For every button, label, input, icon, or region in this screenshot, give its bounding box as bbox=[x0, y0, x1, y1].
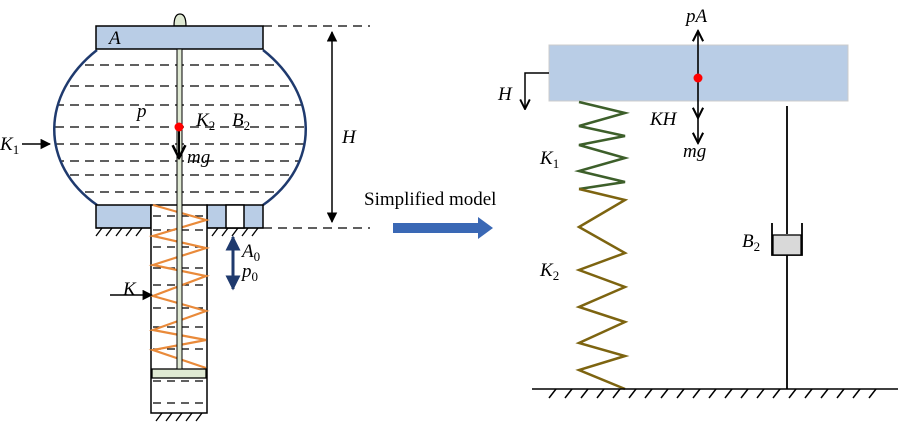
label-kh: KH bbox=[649, 109, 678, 130]
spring-k2 bbox=[575, 187, 630, 391]
label-area-a: A bbox=[107, 28, 121, 49]
mass-center-point bbox=[174, 122, 184, 132]
h-displacement-arrow bbox=[525, 72, 549, 109]
label-k1: K1 bbox=[0, 134, 19, 157]
label-k: K bbox=[122, 279, 137, 300]
height-dimension bbox=[263, 25, 370, 229]
transition: Simplified model bbox=[364, 189, 496, 239]
label-k1-right: K1 bbox=[539, 148, 559, 171]
damper-piston bbox=[772, 234, 802, 256]
ground-hatch-left bbox=[95, 227, 263, 422]
orifice bbox=[225, 204, 245, 229]
label-b2-right: B2 bbox=[742, 231, 760, 254]
caption-simplified-model: Simplified model bbox=[364, 189, 496, 210]
label-k2: K2 bbox=[195, 110, 215, 133]
ground-hatch-right bbox=[532, 388, 898, 399]
air-spring-physical-model: A p K2 B2 K1 mg H K A0 p0 bbox=[0, 13, 370, 422]
top-knob bbox=[173, 13, 187, 27]
simplified-model: pA H KH mg K1 K2 B2 bbox=[497, 6, 898, 399]
label-mg-right: mg bbox=[683, 141, 706, 162]
top-plate bbox=[95, 25, 264, 50]
bellows-shell bbox=[53, 49, 307, 207]
label-b2: B2 bbox=[232, 110, 250, 133]
label-p0: p0 bbox=[240, 261, 258, 284]
bottom-plate-left bbox=[95, 204, 152, 229]
central-rod bbox=[176, 48, 183, 370]
mass-center-point-right bbox=[693, 73, 703, 83]
spring-k1 bbox=[574, 100, 630, 191]
label-mg: mg bbox=[187, 147, 210, 168]
label-pressure-p: p bbox=[135, 101, 147, 122]
label-a0: A0 bbox=[240, 241, 260, 264]
label-pa: pA bbox=[684, 6, 708, 27]
label-height-h: H bbox=[341, 127, 357, 148]
simplified-model-arrow bbox=[393, 217, 493, 239]
label-k2-right: K2 bbox=[539, 260, 559, 283]
label-h-right: H bbox=[497, 84, 513, 105]
piston bbox=[151, 368, 207, 379]
